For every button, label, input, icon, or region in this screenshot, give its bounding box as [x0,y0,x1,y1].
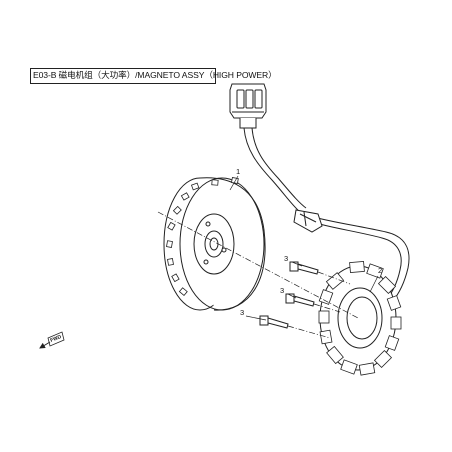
flywheel-rotor [163,177,266,311]
bolt-2 [285,293,315,307]
diagram-title: E03-B 磁电机组（大功率）/MAGNETO ASSY（HIGH POWER） [33,70,277,80]
callout-leaders [229,175,379,321]
callout-label-1: 1 [236,167,240,176]
callout-label-2: 2 [378,266,382,275]
wire-harness [243,127,410,303]
connector-plug [229,83,267,129]
callout-label-3c: 3 [240,308,244,317]
stator [319,265,397,371]
forward-direction-arrow: FWD [39,331,65,349]
title-box [30,68,216,84]
stator-poles [318,260,402,376]
wire-grommet [293,209,323,233]
fwd-label: FWD [50,334,63,344]
bolt-3 [259,315,289,329]
assembly-centerlines [157,211,359,339]
bolt-1 [289,261,319,275]
callout-label-3b: 3 [280,286,284,295]
callout-label-3a: 3 [284,254,288,263]
flywheel-slots [166,177,239,297]
